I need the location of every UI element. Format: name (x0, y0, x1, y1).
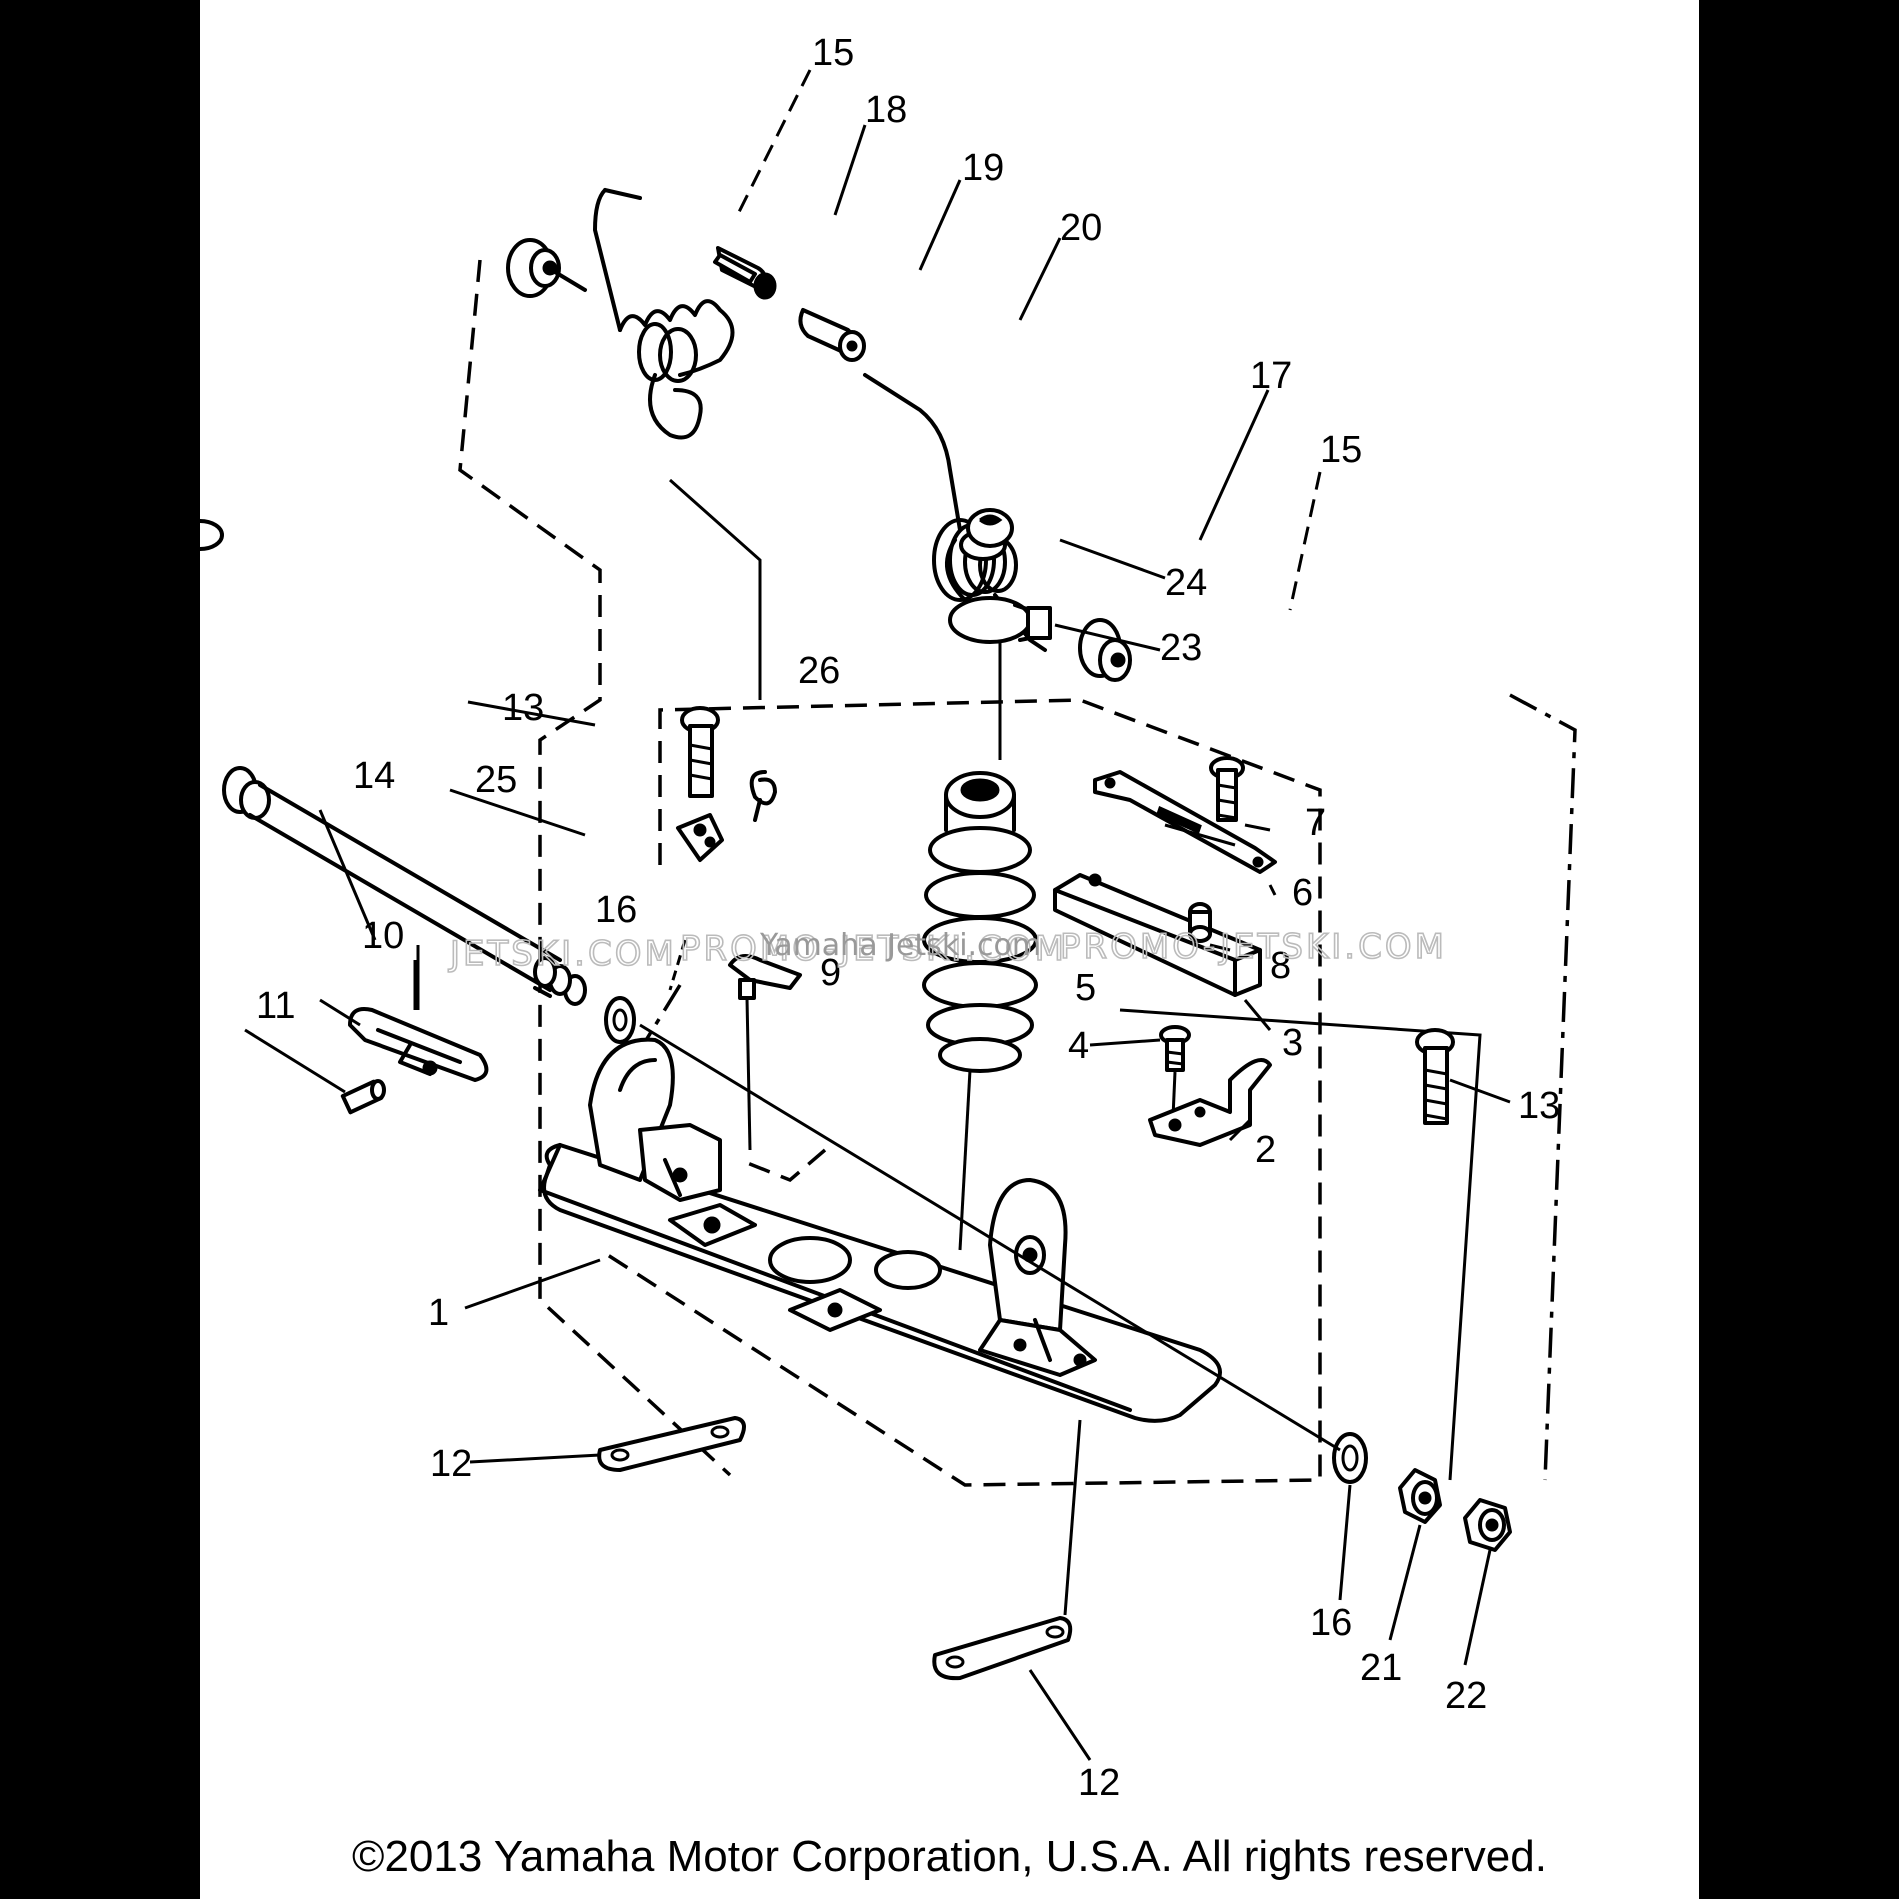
watermark-left: JETSKI.COM (448, 934, 677, 974)
plate-6 (1093, 770, 1277, 874)
watermark-right: PROMO-JETSKI.COM (1060, 927, 1447, 967)
callout-16-left: 16 (595, 889, 637, 931)
callout-19: 19 (962, 147, 1004, 189)
nut-22 (1463, 1498, 1512, 1552)
hose-clamp-23 (948, 596, 1052, 644)
callout-3: 3 (1282, 1022, 1303, 1064)
watermark-mid: PROMO-JETSKI.COM (680, 929, 1067, 969)
callout-17: 17 (1250, 355, 1292, 397)
cap-24 (200, 508, 1014, 561)
shaft-line-right (1509, 693, 1577, 1481)
callout-14: 14 (353, 755, 395, 797)
callout-2: 2 (1255, 1129, 1276, 1171)
callout-15-top: 15 (812, 32, 854, 74)
bracket-2 (1148, 1058, 1272, 1147)
callout-5: 5 (1075, 967, 1096, 1009)
washer-right-16 (1332, 1432, 1368, 1484)
diagram-sheet: 15 18 19 20 17 15 24 23 26 13 14 25 16 1… (200, 0, 1699, 1899)
assembly-outline-right (739, 1148, 827, 1183)
bolt-left-13 (680, 706, 720, 798)
callout-18: 18 (865, 89, 907, 131)
callout-10: 10 (362, 915, 404, 957)
pin-8 (1188, 902, 1212, 943)
bushing-top-15 (506, 238, 587, 298)
callout-12-left: 12 (430, 1443, 472, 1485)
leader-lines (244, 69, 1511, 1761)
nut-21 (1398, 1468, 1442, 1524)
callout-24: 24 (1165, 562, 1207, 604)
collar-20 (798, 308, 866, 362)
axis-line-main (639, 1023, 1341, 1452)
callout-16-right: 16 (1310, 1602, 1352, 1644)
shim-plate-right-12 (932, 1419, 1082, 1681)
callout-7: 7 (1305, 802, 1326, 844)
block-3 (1053, 873, 1262, 997)
assembly-outline-left (458, 259, 732, 1477)
callout-labels: 15 18 19 20 17 15 24 23 26 13 14 25 16 1… (256, 32, 1560, 1804)
callout-6: 6 (1292, 872, 1313, 914)
callout-22: 22 (1445, 1675, 1487, 1717)
bellows-boot-5 (922, 640, 1038, 1251)
assembly-outline-center (599, 698, 1322, 1487)
callout-4: 4 (1068, 1025, 1089, 1067)
clip-26 (749, 770, 777, 822)
callout-11: 11 (256, 985, 295, 1027)
watermark-overlay: Yamaha Jetski.com (759, 928, 1041, 963)
callout-15-right: 15 (1320, 429, 1362, 471)
shaft-14 (222, 766, 587, 1006)
callout-13-left: 13 (502, 687, 544, 729)
callout-20: 20 (1060, 207, 1102, 249)
shim-plate-left-12 (597, 1416, 746, 1472)
callout-21: 21 (1360, 1647, 1402, 1689)
callout-1: 1 (428, 1292, 449, 1334)
collar-19 (713, 246, 777, 300)
pin-11 (340, 1079, 386, 1115)
callout-26: 26 (798, 650, 840, 692)
pivot-line-right (1119, 1008, 1482, 1481)
callout-25: 25 (475, 759, 517, 801)
copyright-notice: ©2013 Yamaha Motor Corporation, U.S.A. A… (352, 1832, 1547, 1881)
slotted-plate-10 (348, 1007, 489, 1082)
bracket-9 (728, 954, 802, 1151)
bolt-7 (1209, 756, 1245, 822)
callout-9: 9 (820, 952, 841, 994)
bushing-right-15 (1078, 618, 1132, 682)
callout-23: 23 (1160, 627, 1202, 669)
torsion-spring-left-18 (593, 188, 735, 440)
pivot-line-upper (669, 478, 762, 700)
exploded-parts-diagram: 15 18 19 20 17 15 24 23 26 13 14 25 16 1… (200, 32, 1577, 1804)
callout-12-bottom: 12 (1078, 1762, 1120, 1804)
callout-8: 8 (1270, 945, 1291, 987)
fitting-25 (676, 813, 724, 862)
washer-left-16 (604, 996, 636, 1044)
callout-13-right: 13 (1518, 1085, 1560, 1127)
bolt-right-13 (1415, 1028, 1455, 1125)
base-plate-1 (538, 1037, 1222, 1423)
